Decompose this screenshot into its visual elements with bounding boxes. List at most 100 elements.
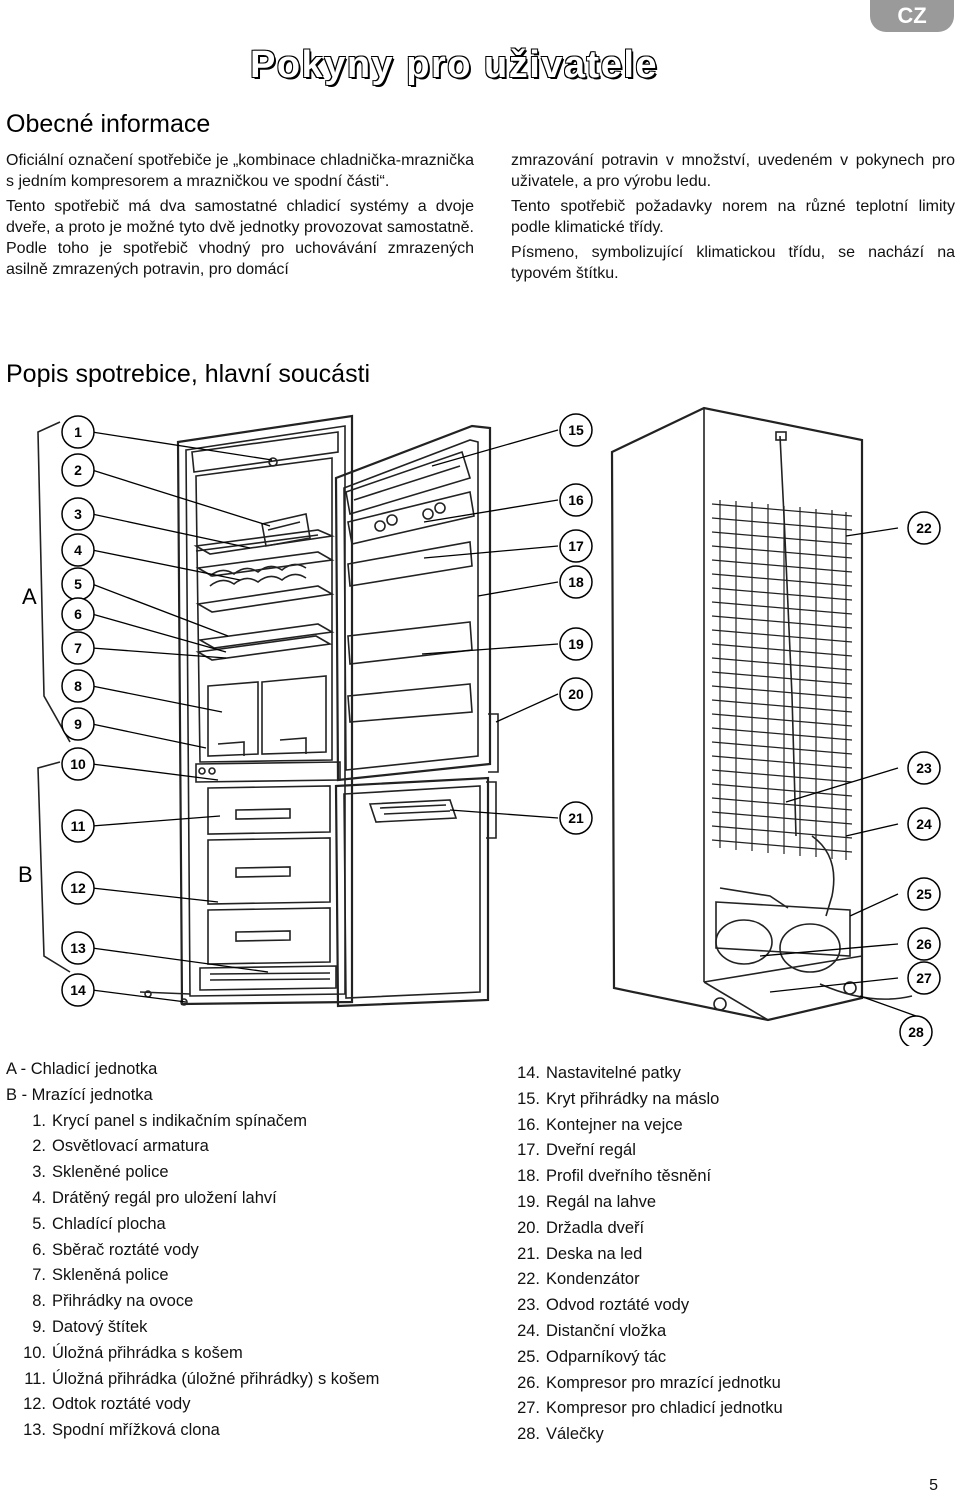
legend-item-text: Odtok roztáté vody <box>52 1395 191 1414</box>
legend-item: 9. Datový štítek <box>6 1315 379 1341</box>
callout-8: 8 <box>74 678 82 694</box>
legend-item: 26. Kompresor pro mrazící jednotku <box>504 1371 783 1397</box>
legend-item: 16. Kontejner na vejce <box>504 1113 783 1139</box>
callout-15: 15 <box>568 422 584 438</box>
legend-item-text: Kryt přihrádky na máslo <box>546 1089 720 1108</box>
legend-item: 18. Profil dveřního těsnění <box>504 1164 783 1190</box>
legend-item-text: Drátěný regál pro uložení lahví <box>52 1188 277 1207</box>
callout-12: 12 <box>70 880 86 896</box>
legend-item-text: Kompresor pro chladicí jednotku <box>546 1399 783 1418</box>
legend-item-number: 18. <box>517 1167 540 1186</box>
legend-item: 11. Úložná přihrádka (úložné přihrádky) s… <box>6 1367 379 1393</box>
callout-25: 25 <box>916 886 932 902</box>
general-paragraph: zmrazování potravin v množství, uvedeném… <box>511 152 955 190</box>
callout-21: 21 <box>568 810 584 826</box>
callout-28: 28 <box>908 1024 924 1040</box>
callout-13: 13 <box>70 940 86 956</box>
general-right-column: zmrazování potravin v množství, uvedeném… <box>511 150 955 288</box>
description-heading: Popis spotrebice, hlavní soucásti <box>6 360 371 388</box>
general-left-column: Oficiální označení spotřebiče je „kombin… <box>6 150 474 284</box>
legend-item: 23. Odvod roztáté vody <box>504 1293 783 1319</box>
legend-item-number: 11. <box>24 1369 46 1388</box>
legend-item-text: Válečky <box>546 1425 604 1444</box>
legend-item-number: 20. <box>517 1218 540 1237</box>
legend-item: 19.Regál na lahve <box>504 1190 783 1216</box>
legend-item: 8. Přihrádky na ovoce <box>6 1289 379 1315</box>
legend-item-number: 7. <box>32 1266 46 1285</box>
callout-22: 22 <box>916 520 932 536</box>
legend-item-text: Držadla dveří <box>546 1218 645 1237</box>
legend-item-number: 10. <box>23 1343 46 1362</box>
legend-item-text: Regál na lahve <box>546 1192 657 1211</box>
legend-right: 14.Nastavitelné patky 15.Kryt přihrádky … <box>504 1061 783 1448</box>
callout-24: 24 <box>916 816 932 832</box>
legend-item-text: Přihrádky na ovoce <box>52 1292 194 1311</box>
general-info-heading: Obecné informace <box>6 110 211 138</box>
legend-left: A - Chladicí jednotka B - Mrazící jednot… <box>6 1057 379 1444</box>
legend-item-number: 1. <box>32 1111 46 1130</box>
legend-item: 27.Kompresor pro chladicí jednotku <box>504 1396 783 1422</box>
legend-item-text: Kompresor pro mrazící jednotku <box>546 1373 781 1392</box>
group-label-b: B <box>18 862 33 887</box>
legend-item-text: Distanční vložka <box>546 1321 667 1340</box>
legend-item: 22. Kondenzátor <box>504 1267 783 1293</box>
legend-item-number: 28. <box>517 1425 540 1444</box>
legend-item: 2. Osvětlovací armatura <box>6 1134 379 1160</box>
legend-unit-a: A - Chladicí jednotka <box>6 1060 158 1078</box>
legend-item: 7. Skleněná police <box>6 1263 379 1289</box>
legend-item: 13.Spodní mřížková clona <box>6 1418 379 1444</box>
legend-item-text: Kontejner na vejce <box>546 1115 683 1134</box>
legend-item: 12. Odtok roztáté vody <box>6 1392 379 1418</box>
legend-item-number: 23. <box>517 1296 540 1315</box>
legend-item-number: 5. <box>32 1214 46 1233</box>
callout-10: 10 <box>70 756 86 772</box>
legend-item: 17.Dveřní regál <box>504 1138 783 1164</box>
legend-item: 6. Sběrač roztáté vody <box>6 1238 379 1264</box>
general-paragraph: Písmeno, symbolizující klimatickou třídu… <box>511 244 955 282</box>
appliance-diagram: A B 1 2 3 4 5 6 7 8 9 10 11 12 13 14 15 … <box>18 406 941 1046</box>
legend-item-text: Krycí panel s indikačním spínačem <box>52 1111 307 1130</box>
legend-item-text: Datový štítek <box>52 1317 148 1336</box>
legend-item-text: Odparníkový tác <box>546 1347 667 1366</box>
legend-item-text: Sběrač roztáté vody <box>52 1240 199 1259</box>
callout-11: 11 <box>71 818 86 834</box>
legend-item-number: 2. <box>32 1137 46 1156</box>
legend-item-text: Úložná přihrádka s košem <box>52 1343 243 1362</box>
legend-item-text: Odvod roztáté vody <box>546 1296 690 1315</box>
legend-item-number: 9. <box>32 1317 46 1336</box>
legend-item: 10. Úložná přihrádka s košem <box>6 1341 379 1367</box>
legend-item-number: 22. <box>517 1270 540 1289</box>
legend-item-text: Osvětlovací armatura <box>52 1137 209 1156</box>
callout-18: 18 <box>568 574 584 590</box>
legend-item: 1. Krycí panel s indikačním spínačem <box>6 1109 379 1135</box>
page-title: Pokyny pro uživatele <box>250 44 659 86</box>
legend-item-number: 24. <box>517 1321 540 1340</box>
legend-item-number: 12. <box>23 1395 46 1414</box>
callout-3: 3 <box>74 506 82 522</box>
legend-item: 20. Držadla dveří <box>504 1216 783 1242</box>
legend-item-number: 14. <box>517 1064 540 1082</box>
general-paragraph: Tento spotřebič má dva samostatné chladi… <box>6 198 474 278</box>
legend-item-text: Profil dveřního těsnění <box>546 1167 712 1186</box>
legend-item: 24. Distanční vložka <box>504 1319 783 1345</box>
legend-item-text: Kondenzátor <box>546 1270 640 1289</box>
general-paragraph: Tento spotřebič požadavky norem na různé… <box>511 198 955 236</box>
page-number: 5 <box>929 1477 938 1494</box>
legend-item-text: Dveřní regál <box>546 1141 636 1160</box>
callout-23: 23 <box>916 760 932 776</box>
callout-5: 5 <box>74 576 82 592</box>
legend-item: 25.Odparníkový tác <box>504 1345 783 1371</box>
callout-1: 1 <box>74 424 82 440</box>
legend-item: 5.Chladící plocha <box>6 1212 379 1238</box>
legend-item-text: Deska na led <box>546 1244 643 1263</box>
general-paragraph: Oficiální označení spotřebiče je „kombin… <box>6 152 474 190</box>
legend-item-number: 16. <box>517 1115 540 1134</box>
legend-item-number: 8. <box>32 1292 46 1311</box>
callout-14: 14 <box>70 982 86 998</box>
legend-item-text: Skleněná police <box>52 1266 169 1285</box>
legend-item-number: 6. <box>32 1240 46 1259</box>
group-label-a: A <box>22 584 37 609</box>
callout-7: 7 <box>74 640 82 656</box>
legend-item-number: 26. <box>517 1373 540 1392</box>
legend-item-text: Úložná přihrádka (úložné přihrádky) s ko… <box>52 1369 380 1388</box>
